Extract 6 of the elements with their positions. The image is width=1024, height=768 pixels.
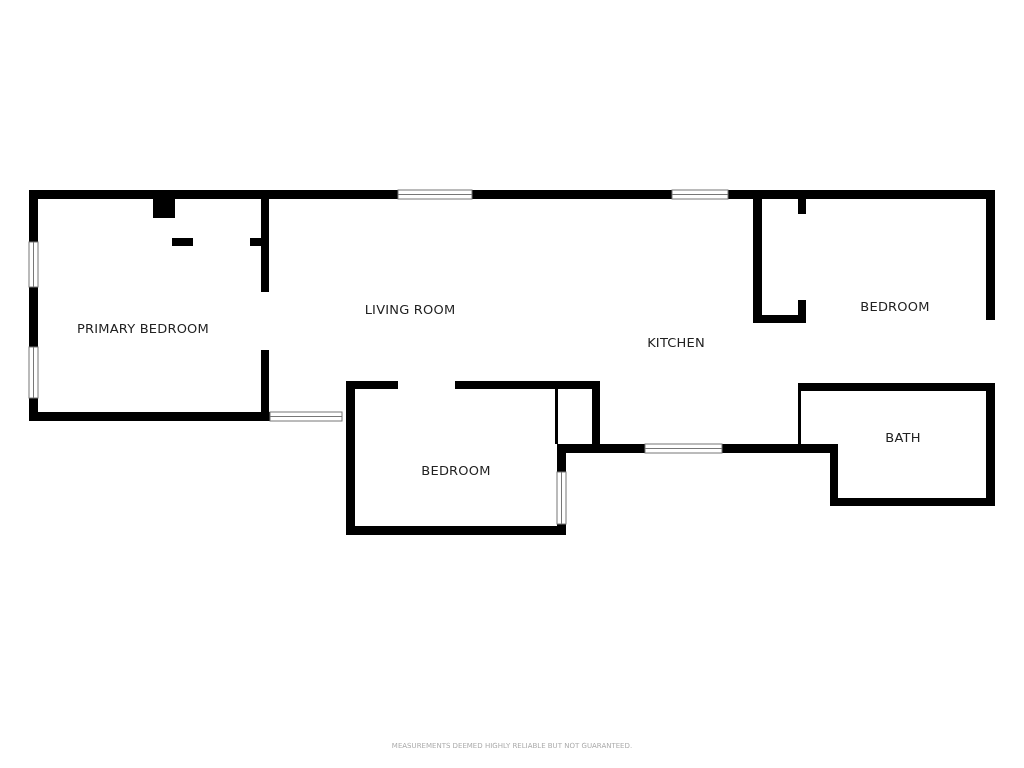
room-label: BEDROOM [860, 298, 930, 314]
room-label: BEDROOM [421, 462, 491, 478]
room-label: LIVING ROOM [364, 301, 456, 317]
room-label: PRIMARY BEDROOM [77, 320, 209, 336]
room-label: BATH [885, 429, 921, 445]
room-label: KITCHEN [647, 334, 705, 350]
